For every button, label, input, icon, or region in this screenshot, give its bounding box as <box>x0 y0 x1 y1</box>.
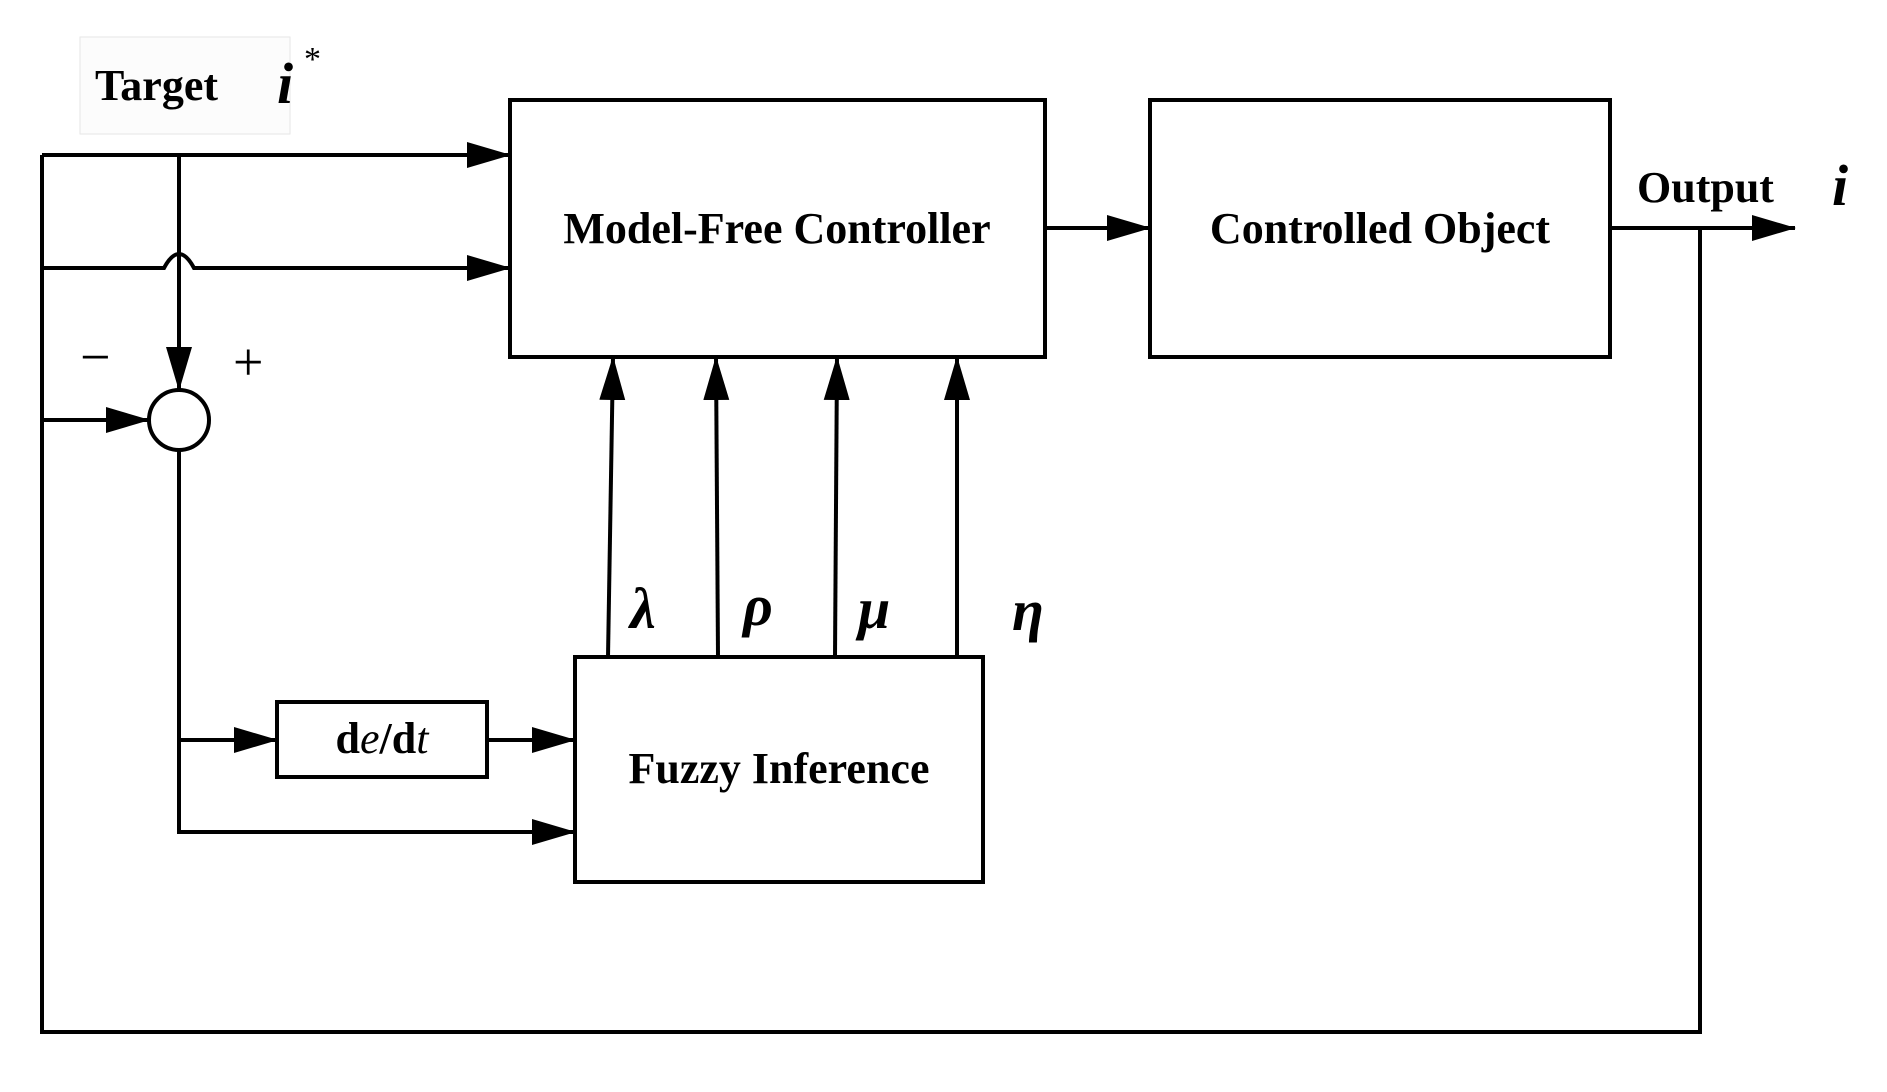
rho-symbol: ρ <box>741 573 773 638</box>
summing-junction <box>147 388 211 452</box>
mu-symbol: μ <box>855 576 890 641</box>
target-label-box <box>79 36 291 135</box>
derivative-label: de/dt <box>336 714 431 763</box>
feedback-loop <box>40 155 1702 1034</box>
rho-arrow <box>703 356 730 658</box>
eta-symbol: η <box>1012 578 1044 643</box>
derivative-block <box>275 700 489 779</box>
model-free-controller-block <box>508 98 1047 359</box>
fuzzy-inference-label: Fuzzy Inference <box>629 744 930 793</box>
feedback-to-controller-arrow <box>42 252 511 281</box>
plus-sign: + <box>233 332 263 392</box>
target-superscript: * <box>304 41 321 78</box>
minus-sign: − <box>80 327 110 387</box>
controlled-object-label: Controlled Object <box>1210 204 1550 253</box>
model-free-controller-label: Model-Free Controller <box>563 204 990 253</box>
lambda-arrow <box>599 356 626 658</box>
controlled-object-block <box>1148 98 1612 359</box>
fuzzy-inference-block <box>573 655 985 884</box>
target-label: Target <box>95 61 218 110</box>
output-label: Output <box>1637 163 1774 212</box>
lambda-symbol: λ <box>628 576 656 641</box>
signal-wires <box>40 142 1796 1034</box>
target-label-group: Target i * <box>79 36 321 135</box>
mu-arrow <box>823 356 850 658</box>
target-symbol: i <box>277 51 293 116</box>
output-symbol: i <box>1832 153 1848 218</box>
